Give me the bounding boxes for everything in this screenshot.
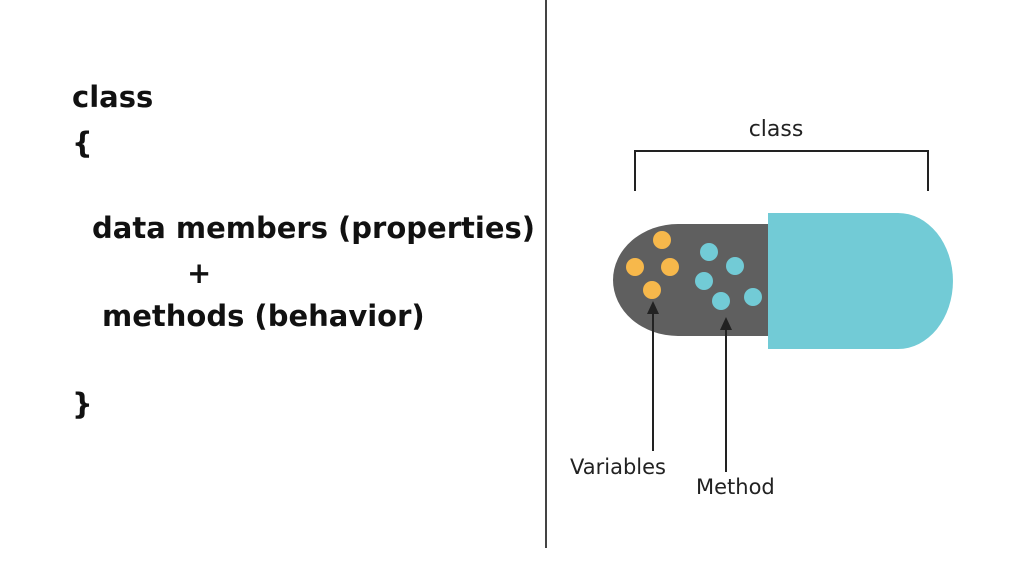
plus-sign: + [187,256,212,290]
bracket-label: class [749,117,804,142]
vertical-divider [545,0,547,548]
class-bracket [634,150,929,191]
variable-dot [653,231,671,249]
close-brace: } [72,387,93,421]
method-label: Method [696,475,775,499]
variable-dot [643,281,661,299]
method-dot [700,243,718,261]
variable-dot [626,258,644,276]
method-dot [726,257,744,275]
method-dot [744,288,762,306]
open-brace: { [72,126,93,160]
class-code-block: class { data members (properties) + meth… [72,80,536,421]
variables-arrowhead [647,301,659,314]
data-members-text: data members (properties) [92,211,536,245]
capsule-cap [768,213,953,349]
method-arrowhead [720,317,732,330]
method-dot [695,272,713,290]
method-dot [712,292,730,310]
class-keyword: class [72,80,154,114]
variables-label: Variables [570,455,666,479]
capsule-body [613,224,768,336]
variable-dot [661,258,679,276]
methods-text: methods (behavior) [102,299,425,333]
